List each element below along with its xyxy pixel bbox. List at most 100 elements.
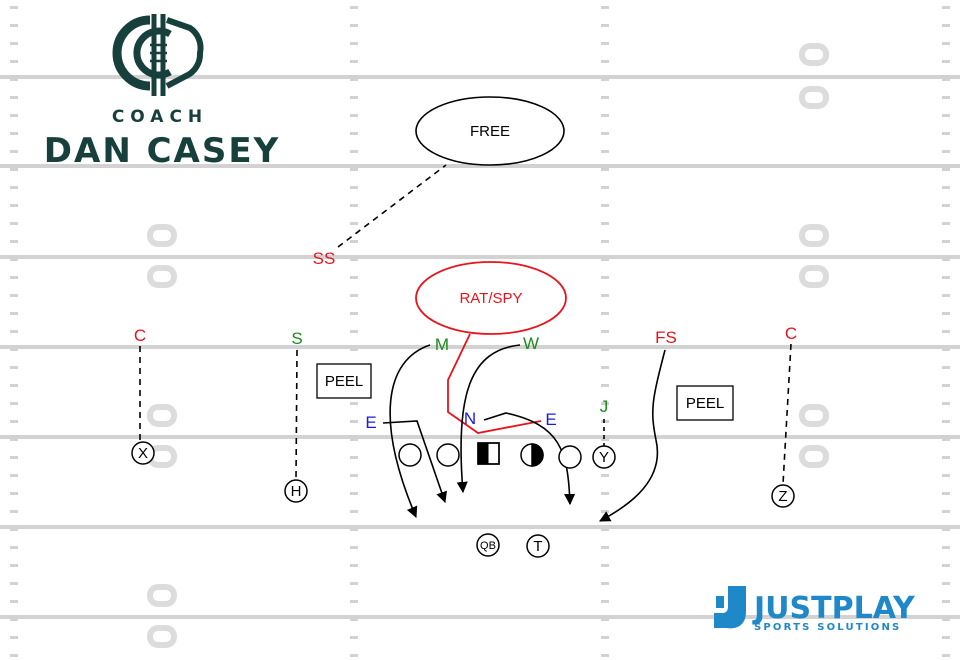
- hash-mark: [10, 510, 18, 513]
- hash-mark: [10, 636, 18, 639]
- hash-mark: [601, 402, 609, 405]
- hash-mark: [350, 168, 358, 171]
- hash-mark: [601, 474, 609, 477]
- hash-mark: [601, 528, 609, 531]
- offensive-lineman-half: [520, 443, 544, 467]
- hash-mark: [601, 546, 609, 549]
- hash-mark: [942, 114, 950, 117]
- peel-left-label: PEEL: [325, 373, 363, 390]
- hash-mark: [350, 402, 358, 405]
- hash-mark: [601, 186, 609, 189]
- hash-mark: [10, 330, 18, 333]
- hash-mark: [601, 438, 609, 441]
- coach-name: DAN CASEY: [44, 131, 280, 171]
- center-square: [477, 442, 500, 465]
- yard-lines: [0, 75, 960, 619]
- defender-c-left: C: [134, 326, 146, 345]
- hash-mark: [10, 222, 18, 225]
- e-left-route-arrow: [382, 420, 447, 504]
- hash-mark: [942, 6, 950, 9]
- hash-mark: [942, 546, 950, 549]
- hash-mark: [942, 312, 950, 315]
- yard-number-zero: [147, 404, 177, 427]
- hash-mark: [942, 348, 950, 351]
- c-right-alignment-line: [782, 343, 792, 485]
- yard-number-zero: [147, 265, 177, 288]
- player-t: T: [526, 534, 550, 558]
- hash-mark: [350, 582, 358, 585]
- hash-mark: [350, 636, 358, 639]
- offensive-lineman: [398, 443, 422, 467]
- hash-mark: [942, 420, 950, 423]
- player-t-label: T: [533, 538, 542, 555]
- hash-mark: [10, 546, 18, 549]
- hash-mark: [350, 600, 358, 603]
- hash-mark: [601, 42, 609, 45]
- hash-mark: [350, 654, 358, 657]
- hash-mark: [350, 348, 358, 351]
- hash-mark: [942, 294, 950, 297]
- defender-m: M: [435, 335, 449, 354]
- hash-mark: [942, 456, 950, 459]
- hash-mark: [601, 348, 609, 351]
- hash-mark: [601, 330, 609, 333]
- peel-left-box: PEEL: [316, 363, 372, 399]
- hash-mark: [601, 240, 609, 243]
- hash-mark: [10, 24, 18, 27]
- e-right-route-arrow: [483, 412, 576, 506]
- hash-mark: [10, 186, 18, 189]
- rat-spy-zone: RAT/SPY: [415, 261, 567, 335]
- hash-mark: [350, 96, 358, 99]
- player-y-label: Y: [599, 449, 609, 466]
- hash-mark: [10, 654, 18, 657]
- hash-mark: [601, 96, 609, 99]
- hash-mark: [350, 438, 358, 441]
- player-z-label: Z: [778, 488, 787, 505]
- yard-number-zero: [799, 86, 829, 109]
- w-route-arrow: [456, 344, 521, 494]
- hash-mark: [350, 564, 358, 567]
- m-route-arrow: [389, 344, 431, 519]
- hash-mark: [10, 276, 18, 279]
- hash-mark: [601, 150, 609, 153]
- hash-mark: [350, 204, 358, 207]
- hash-mark: [601, 294, 609, 297]
- hash-mark: [601, 60, 609, 63]
- hash-mark: [350, 618, 358, 621]
- rat-spy-path: [447, 333, 542, 434]
- hash-mark: [601, 420, 609, 423]
- hash-mark: [601, 492, 609, 495]
- hash-mark: [350, 276, 358, 279]
- offensive-lineman: [436, 443, 460, 467]
- hash-mark: [942, 240, 950, 243]
- hash-mark: [10, 96, 18, 99]
- yard-number-zero: [799, 265, 829, 288]
- hash-mark: [942, 510, 950, 513]
- fs-route-arrow: [599, 349, 666, 522]
- hash-mark: [350, 24, 358, 27]
- defender-fs: FS: [655, 328, 677, 347]
- hash-mark: [942, 330, 950, 333]
- hash-mark: [350, 456, 358, 459]
- hash-mark: [942, 366, 950, 369]
- hash-mark: [942, 186, 950, 189]
- hash-mark: [942, 258, 950, 261]
- hash-mark: [10, 258, 18, 261]
- hash-mark: [350, 132, 358, 135]
- hash-mark: [601, 564, 609, 567]
- player-x: X: [131, 441, 155, 465]
- hash-mark: [942, 276, 950, 279]
- yard-number-zero: [147, 584, 177, 607]
- hash-mark: [942, 492, 950, 495]
- player-h-label: H: [291, 483, 302, 500]
- hash-mark: [10, 528, 18, 531]
- hash-mark: [942, 618, 950, 621]
- player-h: H: [284, 479, 308, 503]
- justplay-mark-icon: [714, 586, 746, 629]
- coach-dan-casey-logo: COACH DAN CASEY: [44, 14, 280, 171]
- hash-mark: [942, 204, 950, 207]
- hash-mark: [350, 330, 358, 333]
- hash-mark: [350, 240, 358, 243]
